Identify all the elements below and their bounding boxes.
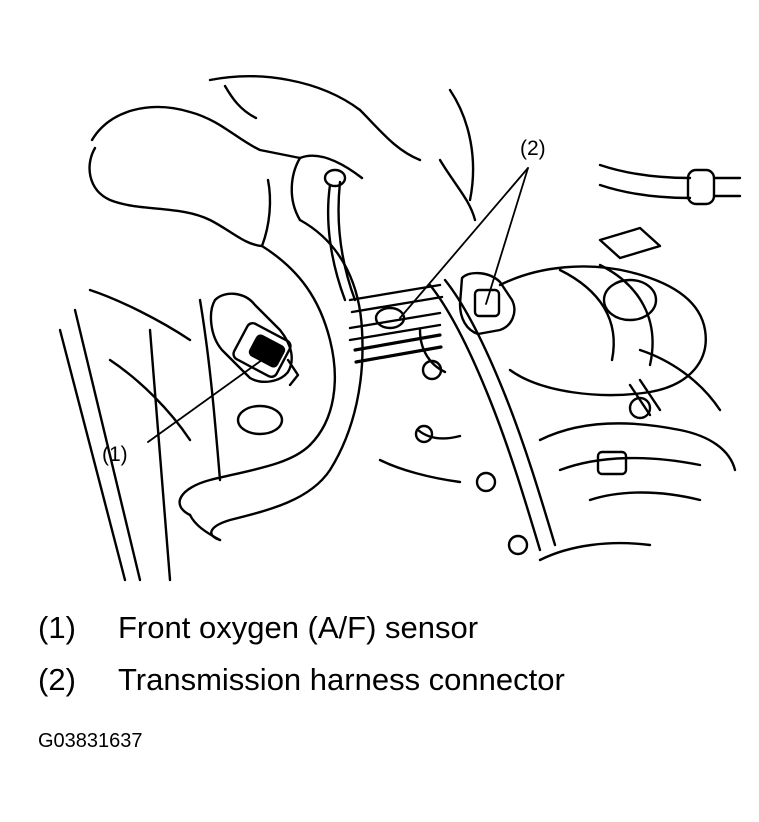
transmission-connector	[458, 271, 516, 336]
legend-row: (1) Front oxygen (A/F) sensor	[38, 610, 565, 662]
callout-label-1: (1)	[102, 443, 128, 466]
upper-housing	[88, 75, 477, 248]
legend: (1) Front oxygen (A/F) sensor (2) Transm…	[38, 610, 565, 714]
callout-leaders	[147, 167, 529, 443]
cross-member	[88, 218, 364, 542]
coolant-pipe	[598, 163, 742, 206]
callout-label-2: (2)	[520, 137, 546, 160]
legend-number: (1)	[38, 610, 76, 645]
transmission-body	[538, 348, 737, 562]
left-frame	[58, 298, 284, 582]
oxygen-sensor-connector	[209, 292, 300, 387]
sensor-harness	[323, 168, 444, 364]
legend-number: (2)	[38, 662, 76, 697]
legend-row: (2) Transmission harness connector	[38, 662, 565, 714]
engine-bay-illustration	[58, 75, 742, 582]
harness-bracket	[378, 278, 557, 556]
starter-motor	[498, 226, 707, 420]
legend-text: Front oxygen (A/F) sensor	[118, 610, 479, 645]
legend-text: Transmission harness connector	[118, 662, 565, 697]
figure-id: G03831637	[38, 730, 143, 752]
